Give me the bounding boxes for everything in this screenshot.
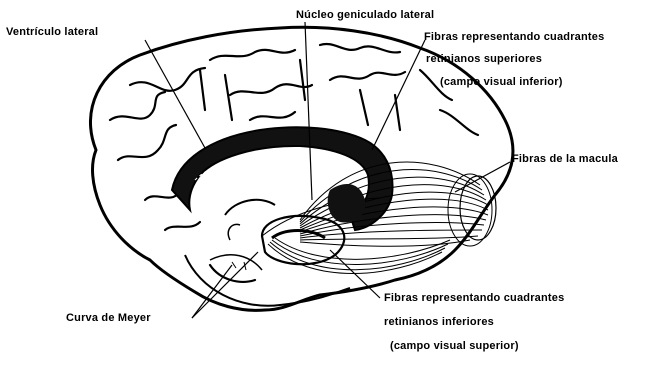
label-lower-fibers-line2: retinianos inferiores (384, 316, 494, 329)
label-meyer-loop: Curva de Meyer (66, 312, 151, 325)
label-lateral-ventricle: Ventrículo lateral (6, 26, 98, 39)
label-upper-fibers-line2: retinianos superiores (426, 53, 542, 66)
lateral-geniculate-nucleus (328, 184, 366, 223)
label-upper-fibers-line1: Fibras representando cuadrantes (424, 31, 604, 44)
label-upper-fibers-line3: (campo visual inferior) (440, 76, 563, 89)
label-lower-fibers-line3: (campo visual superior) (390, 340, 519, 353)
label-lateral-geniculate-nucleus: Núcleo geniculado lateral (296, 9, 434, 22)
label-macula-fibers: Fibras de la macula (512, 153, 618, 166)
label-lower-fibers-line1: Fibras representando cuadrantes (384, 292, 564, 305)
